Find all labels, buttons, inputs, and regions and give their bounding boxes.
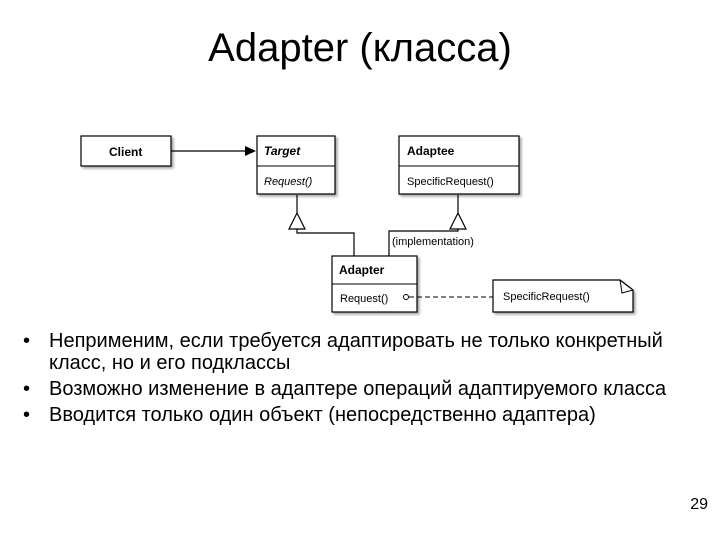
note-connector	[403, 294, 493, 300]
bullet-item: • Возможно изменение в адаптере операций…	[20, 378, 670, 400]
page-number: 29	[690, 496, 708, 513]
adaptee-operation: SpecificRequest()	[407, 176, 494, 188]
target-class-box: Target Request()	[256, 135, 336, 195]
implementation-label: (implementation)	[392, 236, 474, 248]
client-class-box: Client	[80, 135, 172, 167]
inheritance-from-target	[288, 195, 355, 256]
adaptee-class-name: Adaptee	[407, 144, 455, 158]
bullet-item: • Вводится только один объект (непосредс…	[20, 404, 670, 426]
note-text: SpecificRequest()	[503, 291, 590, 303]
bullet-list: • Неприменим, если требуется адаптироват…	[20, 330, 670, 430]
bullet-dot: •	[23, 378, 31, 400]
bullet-text: Вводится только один объект (непосредств…	[49, 404, 596, 426]
adapter-operation: Request()	[340, 293, 388, 305]
uml-class-diagram: Client Target Request() Adaptee Specific…	[80, 135, 634, 313]
association-arrow	[171, 146, 256, 156]
client-class-name: Client	[109, 145, 142, 159]
adapter-class-box: Adapter Request()	[331, 255, 418, 313]
bullet-dot: •	[23, 330, 31, 352]
bullet-dot: •	[23, 404, 31, 426]
bullet-item: • Неприменим, если требуется адаптироват…	[20, 330, 670, 374]
slide-title: Adapter (класса)	[208, 26, 512, 70]
bullet-text: Неприменим, если требуется адаптировать …	[49, 330, 663, 374]
bullet-text: Возможно изменение в адаптере операций а…	[49, 378, 667, 400]
inheritance-from-adaptee: (implementation)	[388, 195, 474, 256]
note-box: SpecificRequest()	[492, 279, 634, 313]
target-operation: Request()	[264, 176, 313, 188]
adapter-class-name: Adapter	[339, 263, 385, 277]
adaptee-class-box: Adaptee SpecificRequest()	[398, 135, 520, 195]
target-class-name: Target	[264, 144, 301, 158]
